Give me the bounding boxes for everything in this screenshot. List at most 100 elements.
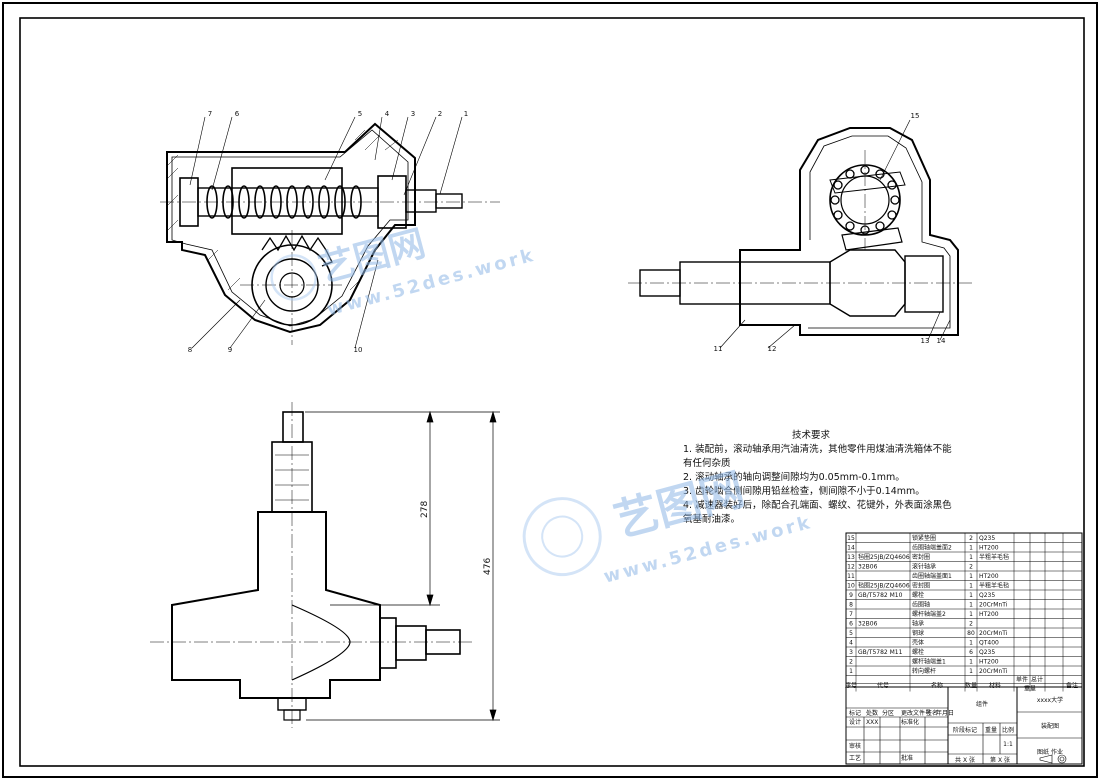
bom-row-code: 32B06	[858, 564, 878, 571]
bom-row-quantity: 1	[969, 583, 973, 590]
bom-row-material: QT400	[979, 640, 999, 647]
designer-name: XXX	[866, 719, 878, 726]
side-section-view	[628, 119, 972, 349]
bom-row-material: 半粗羊毛毡	[979, 553, 1009, 561]
bom-row-number: 4	[849, 640, 853, 647]
balloon-11: 11	[714, 345, 723, 353]
balloon-9: 9	[228, 346, 232, 354]
front-section-view	[160, 116, 500, 349]
bom-row-quantity: 80	[967, 630, 975, 637]
designer-label: 设计	[849, 718, 861, 726]
bom-row-code: GB/T5782 M11	[858, 649, 903, 656]
sheets-total: 共 X 张	[955, 756, 975, 764]
bom-row-number: 13	[847, 554, 855, 561]
bom-row-number: 2	[849, 659, 853, 666]
bom-row-number: 6	[849, 621, 853, 628]
tech-req-line: 有任何杂质	[683, 457, 731, 469]
balloon-6: 6	[235, 110, 240, 118]
standard-label: 标准化	[901, 718, 919, 726]
bom-row-name: 螺杆轴端盖2	[912, 610, 946, 618]
bom-row-quantity: 2	[969, 564, 973, 571]
bom-row-number: 11	[847, 573, 855, 580]
bom-row-number: 12	[847, 564, 855, 571]
bom-row-material: Q235	[979, 649, 995, 656]
bom-row-name: 齿圈轴端盖面2	[912, 544, 952, 552]
scale-value: 1:1	[1003, 741, 1013, 748]
bom-row-name: 转向螺杆	[912, 667, 936, 675]
bom-row-name: 壳体	[912, 639, 924, 647]
bom-row-number: 14	[847, 545, 855, 552]
zone-label: 分区	[882, 709, 894, 717]
bom-header-total: 总计	[1031, 676, 1043, 684]
title-block	[845, 686, 1083, 765]
balloon-15: 15	[911, 112, 920, 120]
bom-row-code: 32B06	[858, 621, 878, 628]
bom-row-quantity: 2	[969, 535, 973, 542]
tech-req-line: 3. 齿轮啮合侧间隙用铅丝检查，侧间隙不小于0.14mm。	[683, 485, 925, 497]
balloons-top-left: 7 6 5 4 3 2 1 8 9 10	[188, 110, 468, 354]
bom-row-name: 螺栓	[912, 591, 924, 599]
bom-row-material: HT200	[979, 573, 999, 580]
bom-row-material: 20CrMnTi	[979, 668, 1008, 675]
bom-header-remark: 备注	[1066, 682, 1078, 690]
date-label: 年月日	[936, 709, 954, 717]
drawing-name: 装配图	[1041, 722, 1059, 730]
bom-row-quantity: 6	[969, 649, 973, 656]
balloon-1: 1	[464, 110, 468, 118]
bom-row-name: 螺杆轴端盖1	[912, 658, 946, 666]
bom-row-name: 密封圈	[912, 582, 930, 590]
bom-header-unit: 单件	[1016, 676, 1028, 684]
bom-row-material: HT200	[979, 545, 999, 552]
balloons-top-right: 15 11 12 13 14	[714, 112, 946, 353]
bom-row-name: 滚针轴承	[912, 563, 936, 571]
bom-row-name: 齿圈轴	[912, 601, 930, 609]
bom-row-material: HT200	[979, 611, 999, 618]
balloon-12: 12	[768, 345, 777, 353]
scale-label: 比例	[1002, 726, 1014, 734]
bom-row-material: 半粗羊毛毡	[979, 582, 1009, 590]
bom-row-material: Q235	[979, 535, 995, 542]
balloon-8: 8	[188, 346, 192, 354]
bom-row-number: 3	[849, 649, 853, 656]
bom-row-quantity: 1	[969, 659, 973, 666]
balloon-7: 7	[208, 110, 212, 118]
process-label: 工艺	[849, 754, 861, 762]
bom-row-quantity: 1	[969, 602, 973, 609]
approve-label: 批准	[901, 754, 913, 762]
tech-req-line: 1. 装配前，滚动轴承用汽油清洗，其他零件用煤油清洗箱体不能	[683, 443, 952, 455]
bom-row-code: 毡圈25JB/ZQ4606	[858, 553, 910, 561]
tech-req-line: 氧基耐油漆。	[683, 513, 740, 525]
bom-row-name: 轴承	[912, 620, 924, 628]
sheet-number: 第 X 张	[990, 756, 1010, 764]
drawing-number: 图纸 作业	[1037, 748, 1063, 756]
bom-row-quantity: 1	[969, 668, 973, 675]
tech-req-line: 2. 滚动轴承的轴向调整间隙均为0.05mm-0.1mm。	[683, 471, 905, 483]
bom-header-name: 名称	[931, 682, 943, 690]
bom-row-number: 1	[849, 668, 853, 675]
bom-row-material: HT200	[979, 659, 999, 666]
dimension-278: 278	[420, 501, 430, 518]
title-block-text: xxxx大学 组件 装配图 图纸 作业 阶段标记 重量 比例 1:1 共 X 张…	[849, 696, 1067, 764]
inner-border	[19, 17, 1085, 767]
bom-row-quantity: 1	[969, 640, 973, 647]
balloon-13: 13	[921, 337, 930, 345]
bom-row-quantity: 1	[969, 611, 973, 618]
sign-label: 签名	[926, 709, 938, 717]
balloon-10: 10	[354, 346, 363, 354]
count-label: 处数	[866, 709, 878, 717]
bom-header-quantity: 数量	[965, 682, 977, 690]
bom-header-material: 材料	[989, 682, 1001, 690]
bom-header-code: 代号	[877, 682, 889, 690]
bom-row-name: 钢球	[912, 629, 924, 637]
bom-row-name: 锁紧垫圈	[912, 534, 936, 542]
watermark-bottom: 艺图网 www.52des.work	[522, 464, 815, 588]
review-label: 审核	[849, 742, 861, 750]
bom-row-quantity: 1	[969, 592, 973, 599]
technical-requirements: 技术要求 1. 装配前，滚动轴承用汽油清洗，其他零件用煤油清洗箱体不能 有任何杂…	[683, 429, 952, 525]
bom-row-material: 20CrMnTi	[979, 602, 1008, 609]
balloon-5: 5	[358, 110, 362, 118]
weight-label: 重量	[985, 726, 997, 734]
